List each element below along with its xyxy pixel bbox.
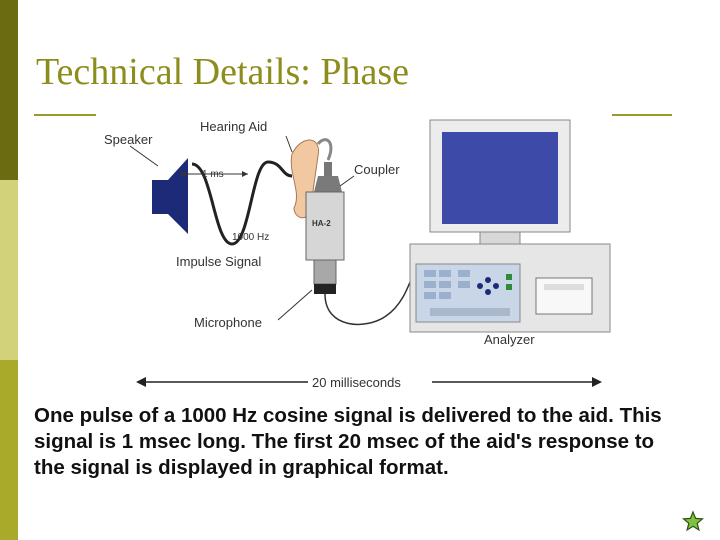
sidebar-decoration [0,0,18,540]
microphone-label: Microphone [194,315,262,330]
coupler-label: Coupler [354,162,400,177]
title-rule-left [34,114,96,116]
speaker-icon [152,158,188,234]
pulse-width-arrow-right [242,171,248,177]
hearing-aid-label: Hearing Aid [200,119,267,134]
title-rule-right [612,114,672,116]
printer-icon [535,277,593,315]
sidebar-block-top [0,0,18,180]
sidebar-block-bottom [0,360,18,540]
hearing-aid-pointer [285,135,293,153]
setup-diagram-svg: Speaker 1 ms 1000 Hz Hearing Aid HA-2 Co… [104,119,611,390]
analyzer-label: Analyzer [484,332,535,347]
pulse-width-label: 1 ms [202,169,224,180]
star-icon[interactable] [681,510,705,532]
speaker-label: Speaker [104,132,153,147]
duration-arrow-right-head [592,377,602,387]
setup-diagram: Speaker 1 ms 1000 Hz Hearing Aid HA-2 Co… [96,104,612,398]
duration-arrow-left-head [136,377,146,387]
speaker-pointer [129,145,159,167]
slide-caption: One pulse of a 1000 Hz cosine signal is … [34,404,662,479]
slide-title: Technical Details: Phase [36,51,409,93]
coupler-icon [305,162,345,294]
frequency-label: 1000 Hz [232,232,269,243]
coupler-pointer [339,175,355,187]
impulse-signal-label: Impulse Signal [176,254,261,269]
impulse-waveform [191,160,293,246]
coupler-model-label: HA-2 [312,219,331,228]
microphone-pointer [277,289,313,321]
analyzer-keypad [424,270,512,316]
pulse-width-arrow-left [180,171,186,177]
analyzer-icon [409,119,611,333]
ear-tube [316,138,333,161]
sidebar-block-middle [0,180,18,360]
duration-label: 20 milliseconds [312,375,401,390]
